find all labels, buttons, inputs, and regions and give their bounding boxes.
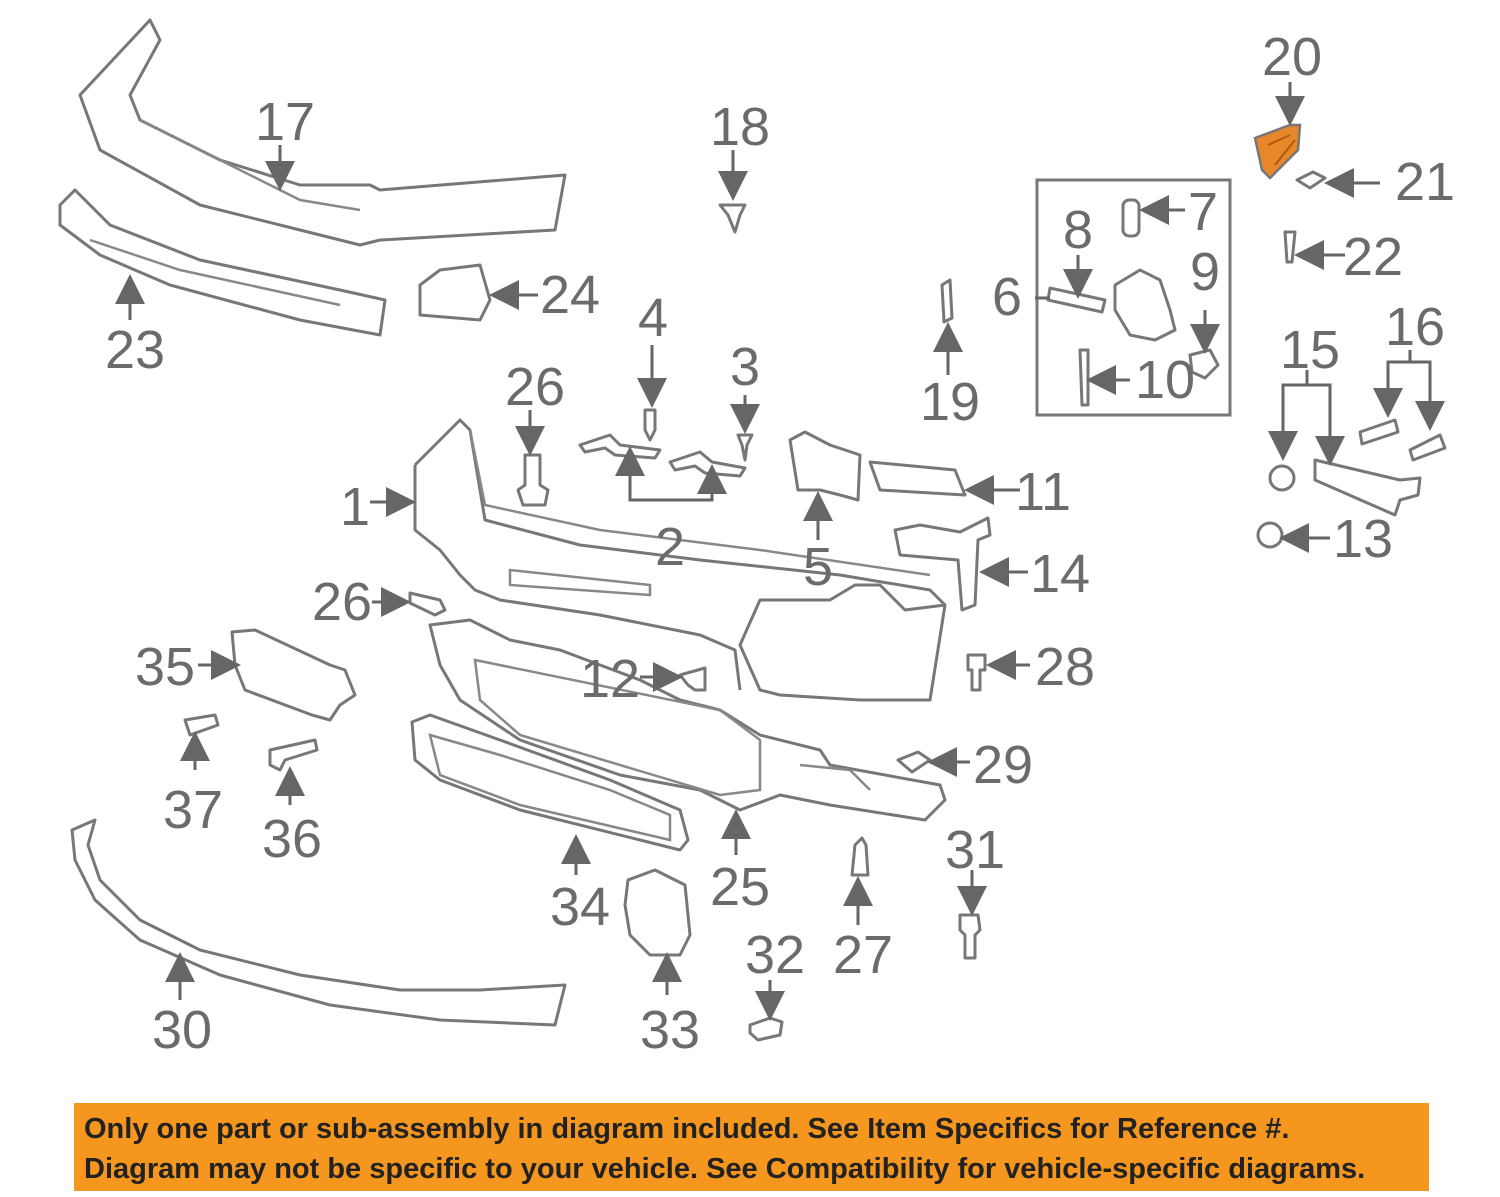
part-12 (678, 666, 707, 692)
callout-18: 18 (710, 97, 770, 157)
part-25-lower-valance (428, 618, 947, 822)
callout-29: 29 (973, 735, 1033, 795)
callout-4: 4 (638, 288, 668, 348)
part-29 (896, 750, 932, 774)
callout-33: 33 (640, 1000, 700, 1060)
callout-5: 5 (803, 537, 833, 597)
part-21 (1295, 170, 1327, 190)
part-33-cap (623, 868, 692, 957)
callout-14: 14 (1030, 544, 1090, 604)
part-28-bolt (966, 653, 987, 692)
callout-13: 13 (1333, 509, 1393, 569)
part-36-bolt (268, 738, 319, 772)
part-4 (643, 408, 657, 442)
callout-17: 17 (255, 92, 315, 152)
parts-6-group (1046, 198, 1220, 407)
part-24 (418, 263, 492, 322)
part-11 (868, 460, 967, 497)
callout-8: 8 (1063, 200, 1093, 260)
part-20-bracket-highlighted (1253, 123, 1302, 180)
disclaimer-line-1: Only one part or sub-assembly in diagram… (84, 1113, 1290, 1145)
callout-24: 24 (540, 265, 600, 325)
callout-22: 22 (1343, 227, 1403, 287)
part-35-plate (230, 628, 357, 722)
callout-labels: 20 17 18 21 7 8 22 9 24 6 4 16 23 15 3 1… (105, 27, 1455, 1060)
part-27 (850, 836, 870, 877)
leader-arrows (115, 82, 1445, 1021)
callout-28: 28 (1035, 637, 1095, 697)
callout-37: 37 (163, 780, 223, 840)
part-22 (1283, 230, 1297, 264)
disclaimer-line-2: Diagram may not be specific to your vehi… (84, 1153, 1366, 1185)
callout-35: 35 (135, 637, 195, 697)
part-34-fog-grille (410, 713, 690, 852)
callout-26a: 26 (505, 357, 565, 417)
part-18-clip (718, 203, 747, 234)
part-1-bumper (413, 418, 947, 702)
callout-34: 34 (550, 877, 610, 937)
part-5-bracket (788, 430, 862, 502)
callout-25: 25 (710, 857, 770, 917)
callout-19: 19 (920, 372, 980, 432)
callout-7: 7 (1188, 182, 1218, 242)
part-31-bolt (958, 913, 982, 960)
callout-32: 32 (745, 925, 805, 985)
part-23-absorber (58, 188, 387, 337)
part-32 (748, 1016, 784, 1042)
callout-3: 3 (730, 337, 760, 397)
callout-36: 36 (262, 809, 322, 869)
callout-12: 12 (580, 649, 640, 709)
part-26-bolt-lower (408, 591, 447, 617)
part-37 (183, 713, 220, 737)
part-19 (940, 278, 954, 324)
callout-31: 31 (945, 820, 1005, 880)
callout-10: 10 (1135, 350, 1195, 410)
callout-16: 16 (1385, 297, 1445, 357)
parts-15-16-13 (1256, 418, 1447, 549)
callout-20: 20 (1262, 27, 1322, 87)
callout-21: 21 (1395, 152, 1455, 212)
callout-2: 2 (655, 517, 685, 577)
callout-9: 9 (1190, 242, 1220, 302)
callout-30: 30 (152, 1000, 212, 1060)
callout-26b: 26 (312, 572, 372, 632)
callout-6: 6 (992, 267, 1022, 327)
part-2-bracket-right (668, 450, 747, 478)
part-26-bolt-upper (516, 453, 550, 507)
callout-11: 11 (1015, 462, 1071, 522)
callout-15: 15 (1280, 320, 1340, 380)
callout-27: 27 (833, 925, 893, 985)
part-17-upper-cover (78, 18, 567, 247)
part-30-air-deflector (70, 818, 567, 1027)
part-3 (736, 433, 754, 462)
callout-23: 23 (105, 320, 165, 380)
disclaimer-banner: Only one part or sub-assembly in diagram… (74, 1103, 1429, 1191)
callout-1: 1 (340, 477, 370, 537)
part-14 (893, 516, 992, 612)
